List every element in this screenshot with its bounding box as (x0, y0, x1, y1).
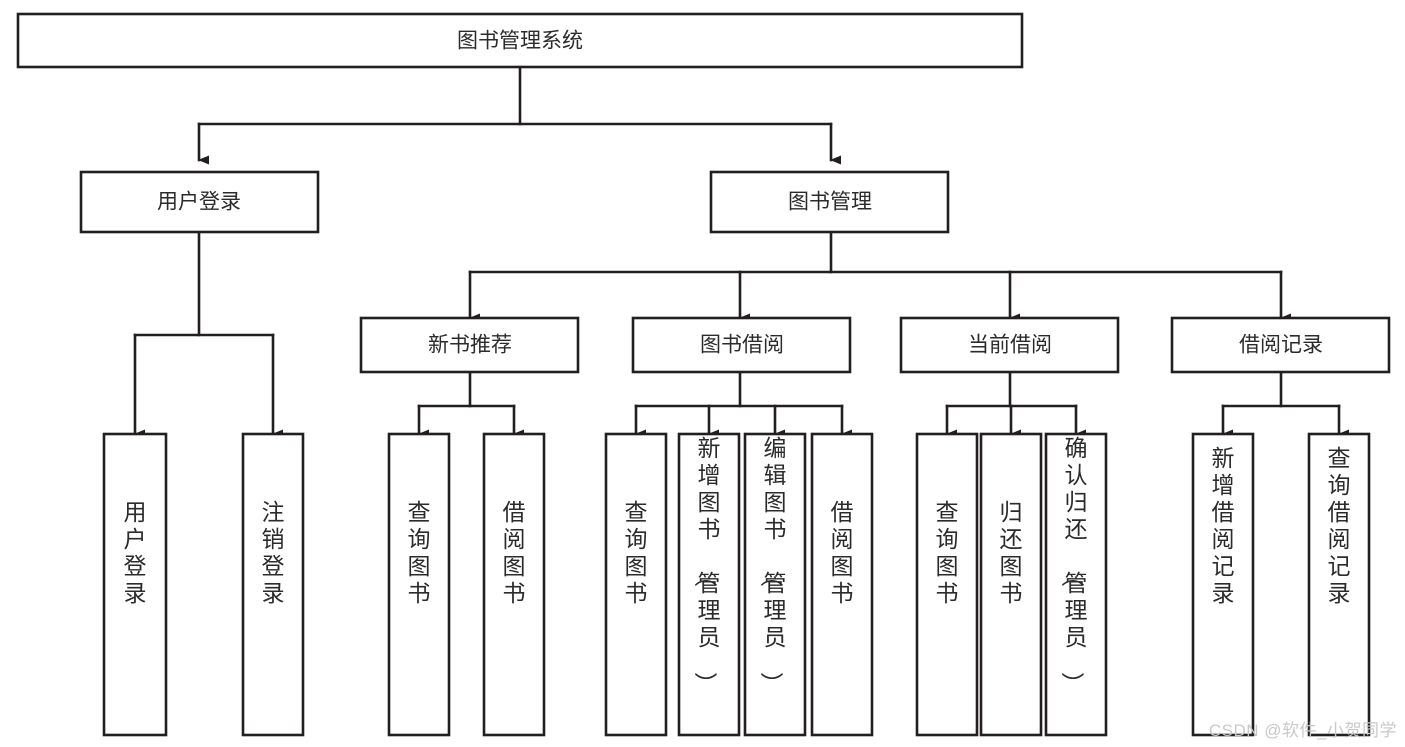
node-borrow-record-box[interactable] (1170, 316, 1391, 374)
node-new-book-recommend[interactable]: 新书推荐 (359, 316, 580, 374)
leaf-book-borrow-0-label: 查询图书 (625, 499, 648, 606)
leaf-current-borrow-1-label: 归还图书 (1000, 499, 1023, 606)
leaf-user-login-1-box[interactable] (241, 432, 305, 737)
leaf-borrow-record-1-box[interactable] (1307, 432, 1371, 737)
leaf-book-borrow-1-box[interactable] (677, 432, 741, 737)
leaf-borrow-record-0-box[interactable] (1191, 432, 1255, 737)
leaf-current-borrow-2-box[interactable] (1044, 432, 1108, 737)
node-root-system-box[interactable] (16, 12, 1024, 69)
leaf-book-borrow-2[interactable]: 编辑图书（管理员） (743, 432, 807, 737)
leaf-current-borrow-0-box[interactable] (915, 432, 979, 737)
node-user-login[interactable]: 用户登录 (79, 170, 320, 234)
leaf-borrow-record-1-label: 查询借阅记录 (1328, 445, 1351, 606)
node-borrow-record[interactable]: 借阅记录 (1170, 316, 1391, 374)
node-root-system-label: 图书管理系统 (457, 30, 583, 53)
node-current-borrow-label: 当前借阅 (968, 334, 1052, 357)
leaf-current-borrow-1-box[interactable] (979, 432, 1043, 737)
leaf-borrow-record-0[interactable]: 新增借阅记录 (1191, 432, 1255, 737)
leaf-current-borrow-0[interactable]: 查询图书 (915, 432, 979, 737)
node-current-borrow-box[interactable] (899, 316, 1120, 374)
node-book-borrow-label: 图书借阅 (700, 334, 784, 357)
leaf-user-login-0[interactable]: 用户登录 (102, 432, 168, 737)
leaf-book-borrow-3-box[interactable] (810, 432, 874, 737)
node-current-borrow[interactable]: 当前借阅 (899, 316, 1120, 374)
leaf-new-book-1-label: 借阅图书 (503, 499, 526, 606)
leaf-new-book-0-box[interactable] (387, 432, 451, 737)
connector-group (133, 65, 1349, 439)
node-user-login-box[interactable] (79, 170, 320, 234)
leaf-current-borrow-2-label: 确认归还（管理员） (1060, 435, 1088, 695)
leaf-current-borrow-2[interactable]: 确认归还（管理员） (1044, 432, 1108, 737)
node-new-book-recommend-label: 新书推荐 (428, 334, 512, 357)
leaf-user-login-1[interactable]: 注销登录 (241, 432, 305, 737)
node-root-system[interactable]: 图书管理系统 (16, 12, 1024, 69)
node-user-login-label: 用户登录 (157, 191, 241, 214)
node-book-management[interactable]: 图书管理 (709, 170, 950, 234)
leaf-new-book-1[interactable]: 借阅图书 (482, 432, 546, 737)
leaf-borrow-record-0-label: 新增借阅记录 (1212, 445, 1235, 606)
leaf-new-book-1-box[interactable] (482, 432, 546, 737)
leaf-book-borrow-1-label: 新增图书（管理员） (693, 435, 721, 695)
leaf-book-borrow-2-box[interactable] (743, 432, 807, 737)
leaf-new-book-0[interactable]: 查询图书 (387, 432, 451, 737)
leaf-user-login-1-label: 注销登录 (262, 499, 285, 606)
node-book-management-box[interactable] (709, 170, 950, 234)
leaf-book-borrow-3-label: 借阅图书 (831, 499, 854, 606)
node-borrow-record-label: 借阅记录 (1239, 334, 1323, 357)
leaf-current-borrow-0-label: 查询图书 (936, 499, 959, 606)
leaf-book-borrow-2-label: 编辑图书（管理员） (759, 435, 787, 695)
node-book-borrow-box[interactable] (631, 316, 852, 374)
node-book-borrow[interactable]: 图书借阅 (631, 316, 852, 374)
leaf-user-login-0-label: 用户登录 (124, 499, 147, 606)
leaf-book-borrow-0[interactable]: 查询图书 (604, 432, 668, 737)
watermark-text: CSDN @软件_小贺同学 (1208, 721, 1397, 740)
node-book-management-label: 图书管理 (788, 191, 872, 214)
leaf-book-borrow-3[interactable]: 借阅图书 (810, 432, 874, 737)
leaf-new-book-0-label: 查询图书 (408, 499, 431, 606)
leaf-user-login-0-box[interactable] (102, 432, 168, 737)
leaf-book-borrow-1[interactable]: 新增图书（管理员） (677, 432, 741, 737)
node-new-book-recommend-box[interactable] (359, 316, 580, 374)
leaf-book-borrow-0-box[interactable] (604, 432, 668, 737)
leaf-current-borrow-1[interactable]: 归还图书 (979, 432, 1043, 737)
leaf-borrow-record-1[interactable]: 查询借阅记录 (1307, 432, 1371, 737)
